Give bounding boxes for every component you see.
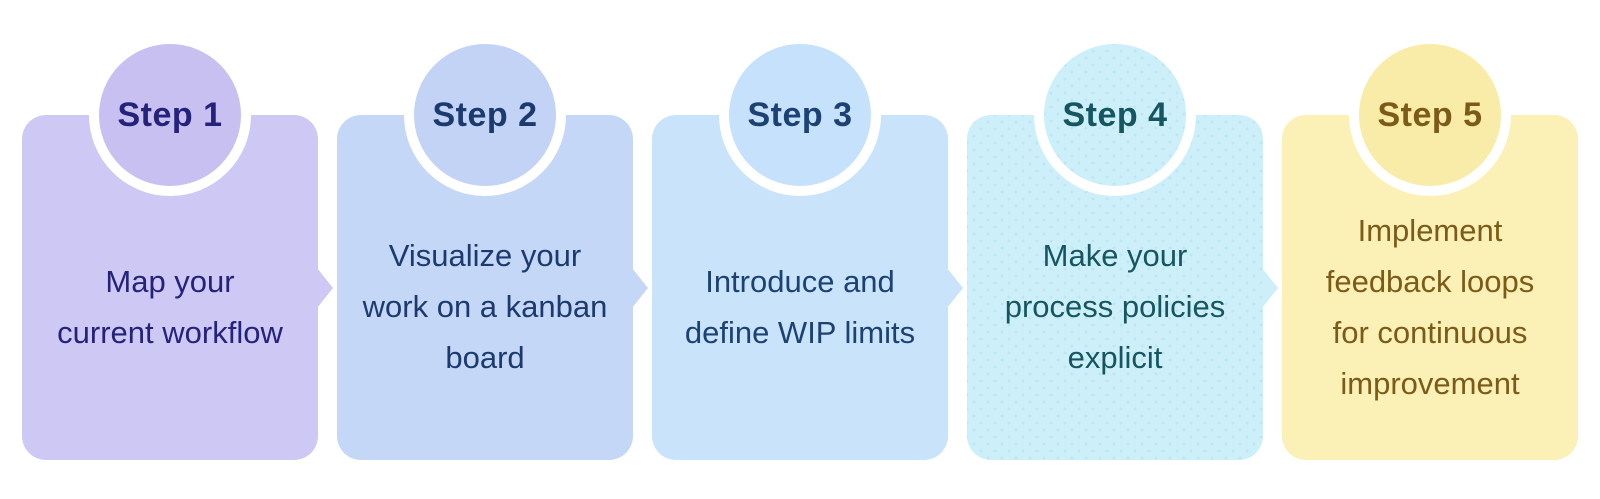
step-4-card: Make your process policies explicit [967,115,1263,460]
right-arrow-icon [632,268,648,308]
step-caption: Implement feedback loops for continuous … [1325,212,1535,401]
step-5-badge: Step 5 [1349,34,1511,196]
step-4-badge: Step 4 [1034,34,1196,196]
step-title: Step 3 [747,95,853,134]
step-caption: Introduce and define WIP limits [684,263,916,350]
step-2-badge: Step 2 [404,34,566,196]
step-caption: Visualize your work on a kanban board [362,238,608,375]
step-1: Map your current workflow Step 1 [22,0,333,499]
step-4: Make your process policies explicit Step… [967,0,1278,499]
step-3: Introduce and define WIP limits Step 3 [652,0,963,499]
step-title: Step 4 [1062,95,1168,134]
right-arrow-icon [1262,268,1278,308]
step-title: Step 2 [432,95,538,134]
step-caption: Make your process policies explicit [1004,238,1226,375]
step-caption: Map your current workflow [57,263,283,350]
step-2: Visualize your work on a kanban board St… [337,0,648,499]
right-arrow-icon [947,268,963,308]
step-title: Step 5 [1377,95,1483,134]
step-title: Step 1 [117,95,223,134]
step-5: Implement feedback loops for continuous … [1282,0,1578,499]
step-3-badge: Step 3 [719,34,881,196]
right-arrow-icon [317,268,333,308]
step-1-badge: Step 1 [89,34,251,196]
